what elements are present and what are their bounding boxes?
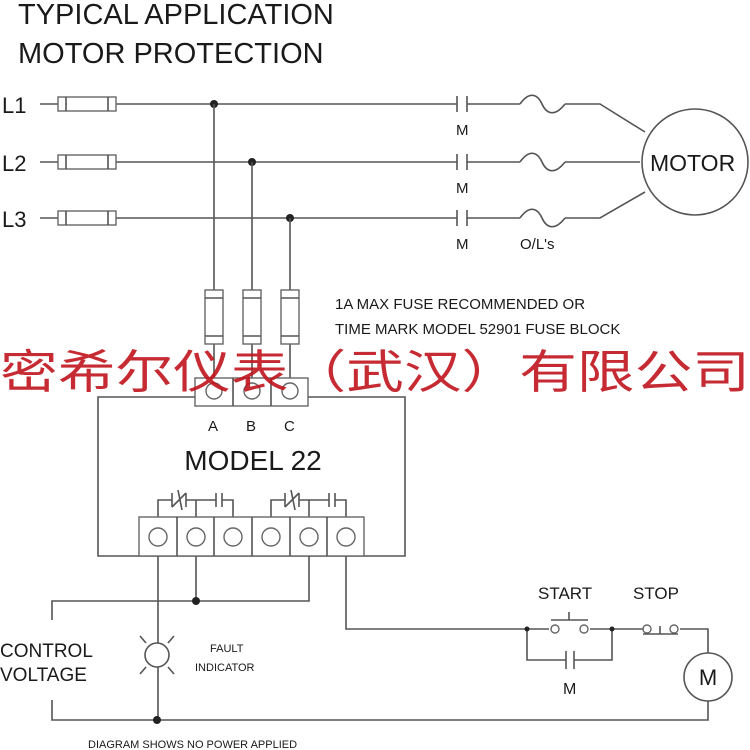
input-terminal-block [194, 377, 309, 407]
line-label-l1: L1 [2, 93, 26, 118]
phase-lines: L1 L2 L3 M M M O/L's MOTOR [2, 93, 749, 380]
fault-indicator-line-1: FAULT [210, 643, 244, 655]
motor-label: MOTOR [650, 150, 735, 176]
overload-label: O/L's [520, 236, 555, 253]
start-label: START [538, 584, 592, 603]
line-label-l3: L3 [2, 207, 26, 232]
fault-indicator-line-2: INDICATOR [195, 662, 255, 674]
terminal-label-b: B [246, 418, 256, 435]
fuse-note-line-1: 1A MAX FUSE RECOMMENDED OR [335, 296, 585, 313]
stop-label: STOP [633, 584, 679, 603]
model-label: MODEL 22 [184, 445, 321, 476]
control-voltage-line-2: VOLTAGE [0, 665, 87, 686]
line-fuse-icon [57, 96, 117, 226]
contactor-contact-icon [456, 96, 468, 226]
motor-icon [641, 108, 749, 216]
footer-note: DIAGRAM SHOWS NO POWER APPLIED [88, 739, 297, 750]
title-line-2: MOTOR PROTECTION [18, 38, 324, 70]
sense-fuse-icon [204, 289, 300, 345]
control-voltage-line-1: CONTROL [0, 641, 93, 662]
contact-label: M [456, 180, 469, 197]
coil-icon [683, 652, 733, 702]
start-pushbutton-icon [550, 612, 589, 634]
output-terminal-block [138, 516, 365, 557]
contact-label: M [456, 122, 469, 139]
terminal-label-a: A [208, 418, 218, 435]
terminal-label-c: C [284, 418, 295, 435]
stop-pushbutton-icon [640, 624, 679, 635]
relay-contact-icon [157, 489, 347, 517]
line-label-l2: L2 [2, 151, 26, 176]
aux-contact-icon [565, 651, 575, 669]
title-line-1: TYPICAL APPLICATION [18, 0, 334, 31]
coil-label: M [699, 665, 717, 690]
fault-lamp-icon [139, 635, 175, 675]
contact-label: M [456, 236, 469, 253]
fuse-note-line-2: TIME MARK MODEL 52901 FUSE BLOCK [335, 321, 620, 338]
watermark: 密希尔仪表（武汉）有限公司 [0, 345, 750, 399]
aux-contact-label: M [563, 681, 576, 698]
overload-icon [519, 94, 566, 228]
control-circuit [51, 556, 709, 724]
